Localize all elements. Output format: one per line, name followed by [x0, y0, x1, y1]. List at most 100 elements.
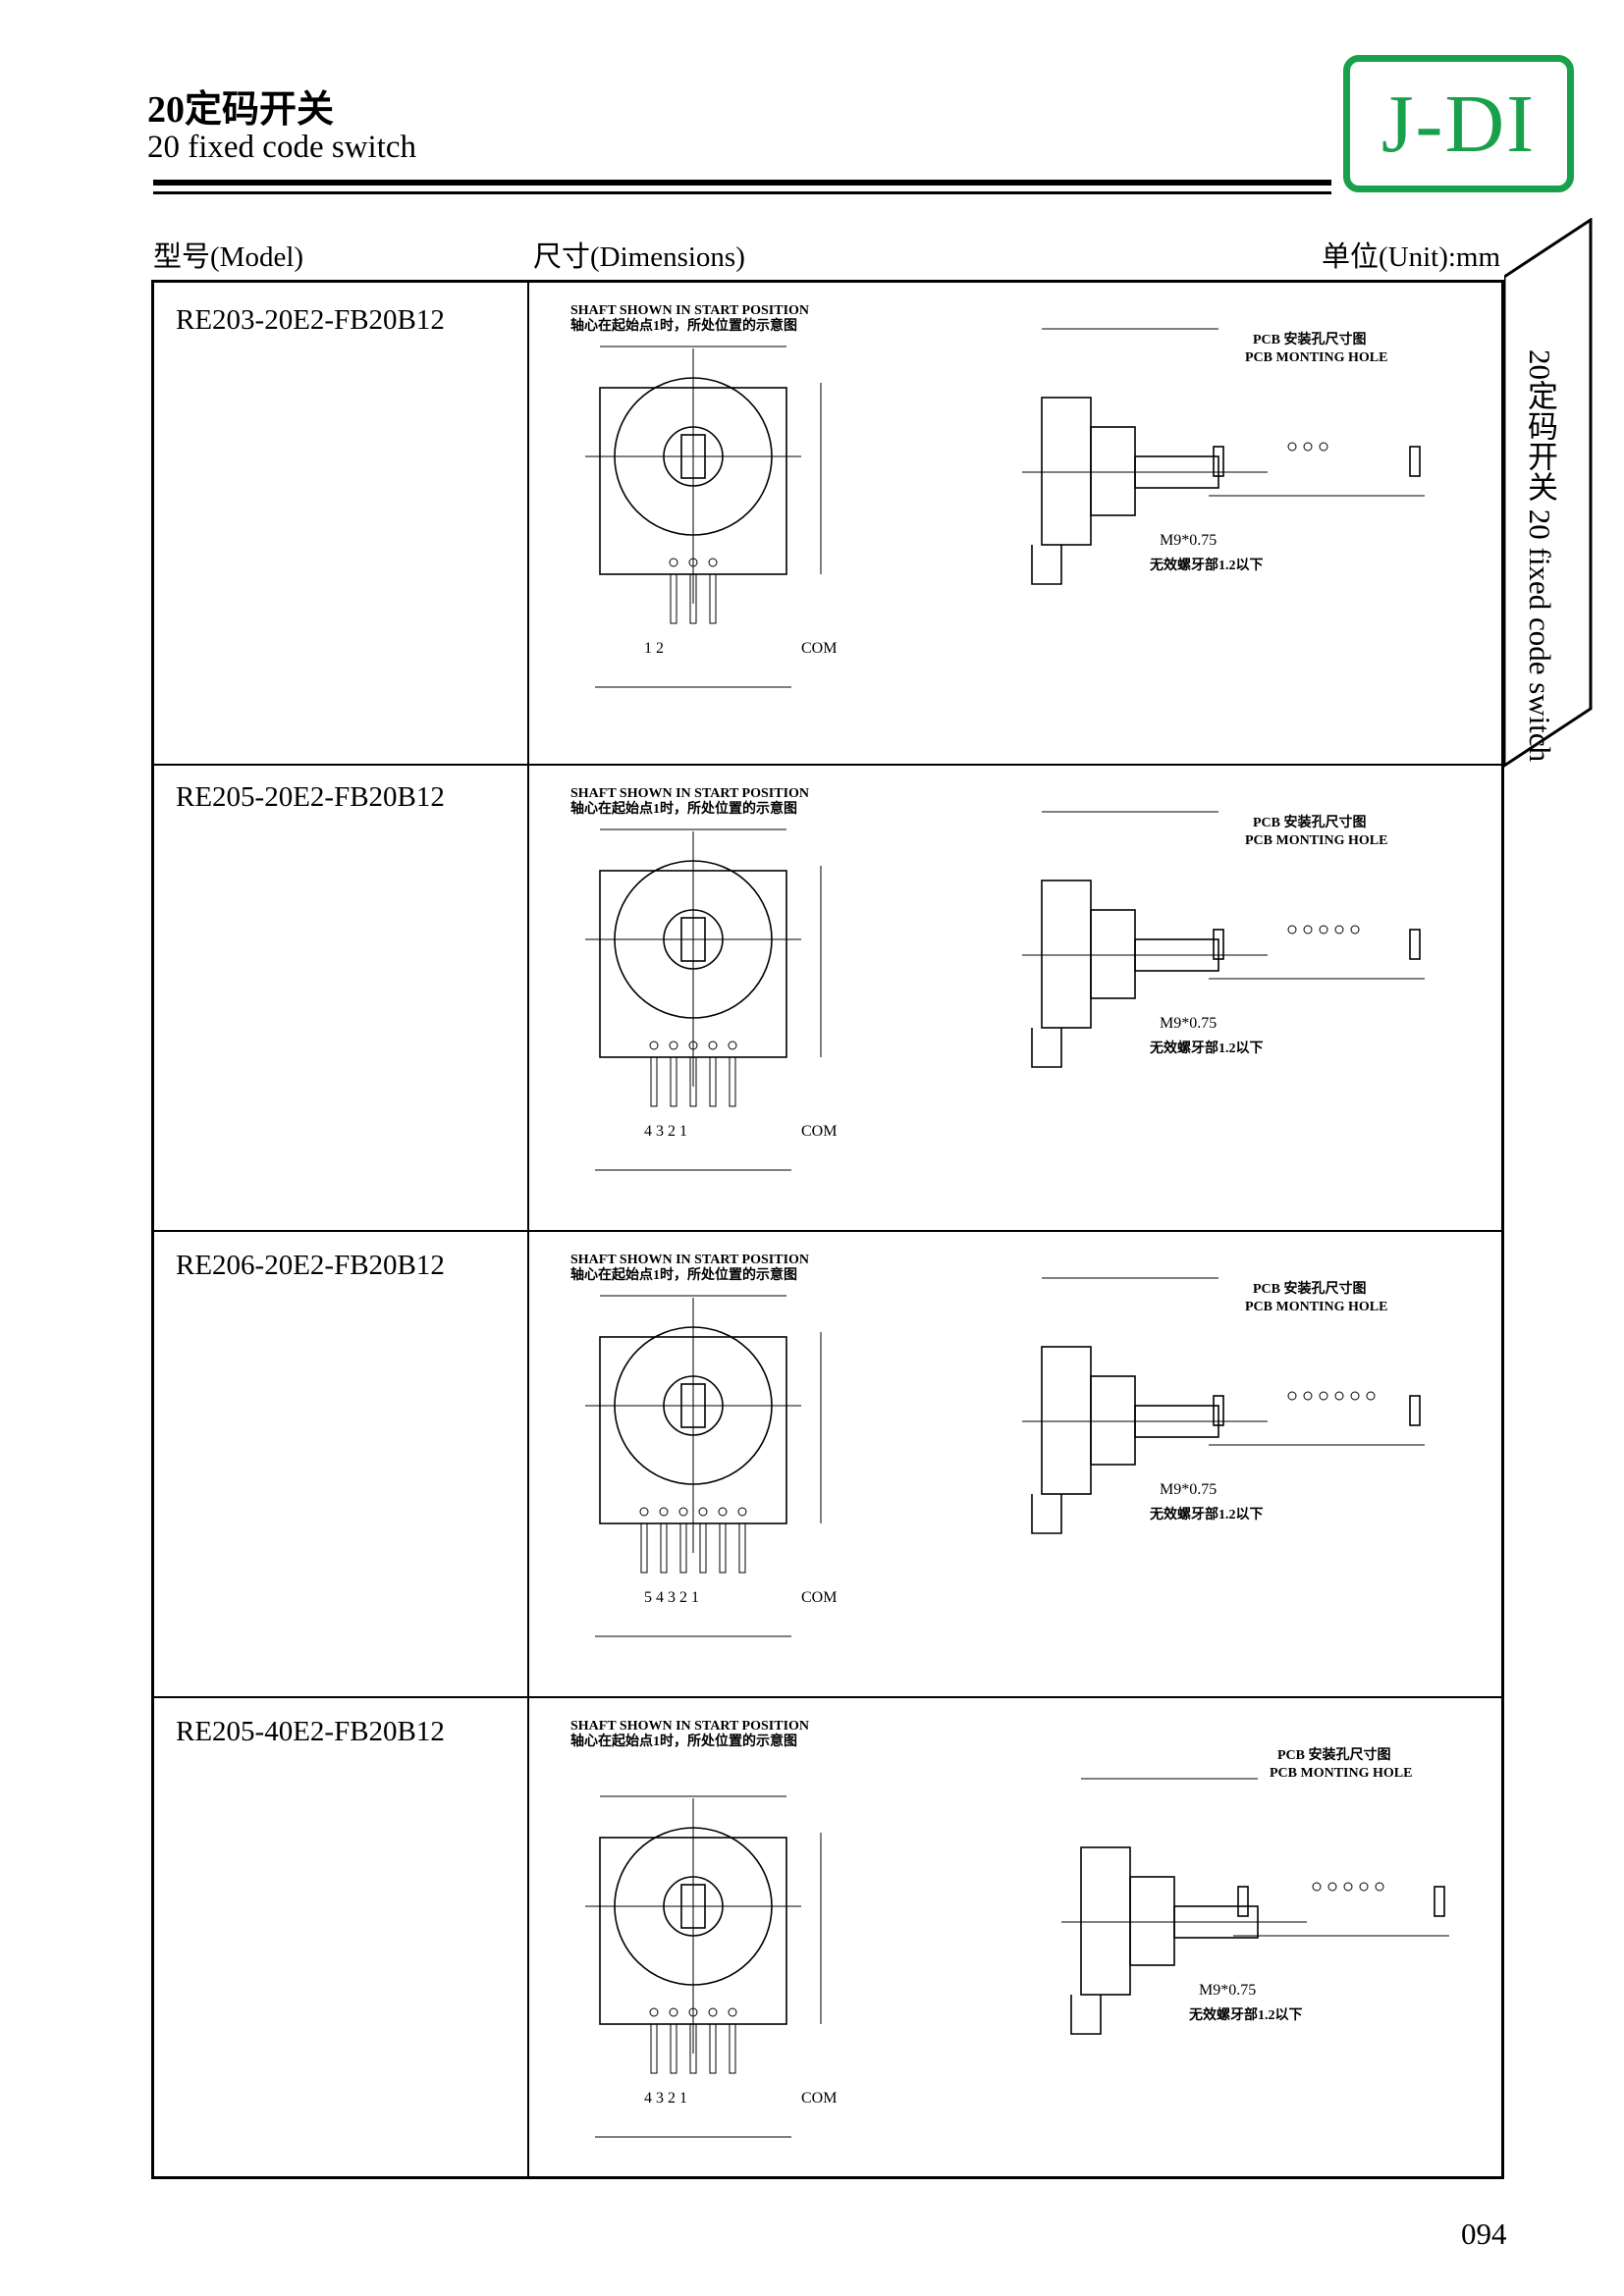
- terminal-hole: [678, 1507, 688, 1517]
- side-bracket: [1070, 1995, 1102, 2035]
- pin-labels: 1 2: [644, 640, 664, 657]
- terminal-pin: [679, 1522, 687, 1574]
- pin-labels: 4 3 2 1: [644, 1123, 687, 1140]
- shaft-caption-cn: 轴心在起始点1时，所处位置的示意图: [570, 800, 797, 817]
- pcb-hole: [1319, 925, 1328, 934]
- side-bushing: [1090, 1375, 1136, 1466]
- column-header-model: 型号(Model): [153, 241, 304, 273]
- terminal-hole: [669, 2007, 678, 2017]
- pcb-hole: [1287, 1391, 1297, 1401]
- pcb-mount-slot: [1434, 1886, 1445, 1917]
- thread-note: 无效螺牙部1.2以下: [1149, 557, 1264, 573]
- thread-note: 无效螺牙部1.2以下: [1188, 2006, 1303, 2023]
- pcb-hole: [1366, 1391, 1376, 1401]
- side-bushing: [1090, 909, 1136, 999]
- terminal-hole: [688, 1041, 698, 1050]
- shaft-caption-en: SHAFT SHOWN IN START POSITION: [570, 1253, 809, 1267]
- thread-label: M9*0.75: [1160, 532, 1217, 549]
- model-name: RE203-20E2-FB20B12: [176, 304, 445, 336]
- terminal-pin: [729, 1056, 736, 1107]
- pcb-hole: [1303, 925, 1313, 934]
- pcb-mount-slot: [1409, 446, 1421, 477]
- shaft-caption-cn: 轴心在起始点1时，所处位置的示意图: [570, 317, 797, 334]
- row-divider: [154, 1696, 1501, 1698]
- terminal-pin: [650, 2023, 658, 2074]
- shaft-caption-en: SHAFT SHOWN IN START POSITION: [570, 786, 809, 801]
- pcb-mount-slot: [1237, 1886, 1249, 1917]
- pcb-hole: [1319, 1391, 1328, 1401]
- side-bushing: [1090, 426, 1136, 516]
- pcb-caption-en: PCB MONTING HOLE: [1270, 1766, 1412, 1781]
- terminal-pin: [719, 1522, 727, 1574]
- pcb-hole: [1350, 1391, 1360, 1401]
- pcb-hole: [1343, 1882, 1353, 1892]
- shaft-caption-en: SHAFT SHOWN IN START POSITION: [570, 1719, 809, 1734]
- side-body: [1041, 1346, 1092, 1495]
- terminal-pin: [699, 1522, 707, 1574]
- pcb-hole: [1359, 1882, 1369, 1892]
- thread-label: M9*0.75: [1199, 1982, 1256, 1999]
- terminal-hole: [639, 1507, 649, 1517]
- pcb-caption-en: PCB MONTING HOLE: [1245, 1300, 1387, 1314]
- pcb-hole: [1312, 1882, 1322, 1892]
- title-rule-thin: [153, 191, 1331, 194]
- row-divider: [154, 1230, 1501, 1232]
- pin-labels: 5 4 3 2 1: [644, 1589, 699, 1606]
- side-bracket: [1031, 545, 1062, 585]
- column-header-dimensions: 尺寸(Dimensions): [533, 241, 745, 273]
- terminal-pin: [689, 1056, 697, 1107]
- com-label: COM: [801, 1589, 837, 1606]
- pcb-caption-en: PCB MONTING HOLE: [1245, 350, 1387, 365]
- side-body: [1041, 880, 1092, 1029]
- terminal-pin: [670, 1056, 677, 1107]
- pcb-mount-slot: [1409, 929, 1421, 960]
- terminal-hole: [708, 2007, 718, 2017]
- dimension-drawing: SHAFT SHOWN IN START POSITION轴心在起始点1时，所处…: [570, 1253, 1425, 1637]
- side-bushing: [1129, 1876, 1175, 1966]
- terminal-hole: [708, 1041, 718, 1050]
- dimension-drawing: SHAFT SHOWN IN START POSITION轴心在起始点1时，所处…: [570, 786, 1425, 1171]
- pcb-mount-slot: [1213, 929, 1224, 960]
- terminal-pin: [689, 2023, 697, 2074]
- row-divider: [154, 764, 1501, 766]
- model-name: RE206-20E2-FB20B12: [176, 1250, 445, 1281]
- pcb-hole: [1334, 1391, 1344, 1401]
- terminal-hole: [728, 2007, 737, 2017]
- pcb-hole: [1319, 442, 1328, 452]
- pcb-mount-slot: [1213, 1395, 1224, 1426]
- pcb-hole: [1287, 442, 1297, 452]
- terminal-hole: [688, 558, 698, 567]
- dimension-drawing: SHAFT SHOWN IN START POSITION轴心在起始点1时，所处…: [570, 1719, 1449, 2138]
- terminal-hole: [649, 2007, 659, 2017]
- terminal-hole: [718, 1507, 728, 1517]
- pin-labels: 4 3 2 1: [644, 2090, 687, 2107]
- terminal-pin: [709, 573, 717, 624]
- terminal-pin: [729, 2023, 736, 2074]
- side-tab-shape: [1504, 218, 1593, 768]
- terminal-pin: [709, 2023, 717, 2074]
- side-bracket: [1031, 1028, 1062, 1068]
- pcb-mount-slot: [1213, 446, 1224, 477]
- terminal-pin: [689, 573, 697, 624]
- side-bracket: [1031, 1494, 1062, 1534]
- pcb-hole: [1334, 925, 1344, 934]
- pcb-caption-en: PCB MONTING HOLE: [1245, 833, 1387, 848]
- table-divider: [527, 283, 529, 2176]
- terminal-pin: [640, 1522, 648, 1574]
- pcb-hole: [1303, 1391, 1313, 1401]
- pcb-caption-cn: PCB 安装孔尺寸图: [1277, 1746, 1391, 1763]
- com-label: COM: [801, 1123, 837, 1140]
- thread-note: 无效螺牙部1.2以下: [1149, 1040, 1264, 1056]
- pcb-mount-slot: [1409, 1395, 1421, 1426]
- pcb-hole: [1350, 925, 1360, 934]
- pcb-caption-cn: PCB 安装孔尺寸图: [1253, 814, 1367, 830]
- side-body: [1041, 397, 1092, 546]
- brand-logo: J-DI: [1343, 55, 1574, 192]
- shaft-caption-cn: 轴心在起始点1时，所处位置的示意图: [570, 1733, 797, 1749]
- pcb-hole: [1287, 925, 1297, 934]
- shaft-caption-cn: 轴心在起始点1时，所处位置的示意图: [570, 1266, 797, 1283]
- terminal-hole: [698, 1507, 708, 1517]
- terminal-pin: [670, 573, 677, 624]
- thread-label: M9*0.75: [1160, 1481, 1217, 1498]
- model-name: RE205-40E2-FB20B12: [176, 1716, 445, 1747]
